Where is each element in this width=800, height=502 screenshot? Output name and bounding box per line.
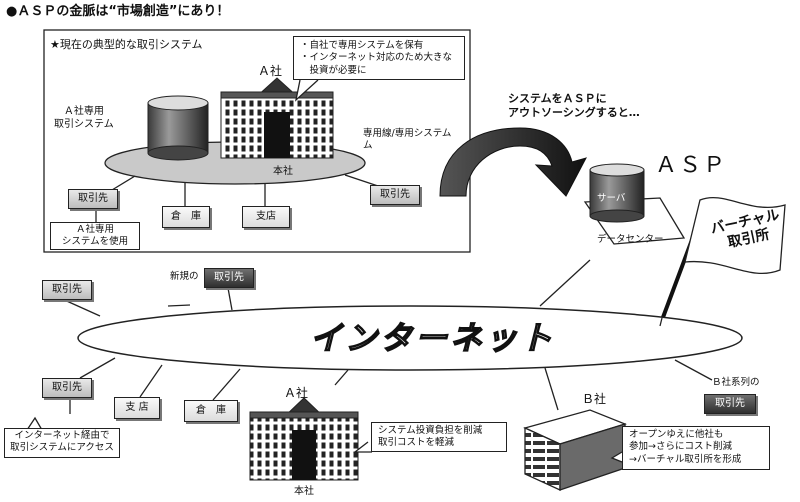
companyA-label-top: Ａ社 (258, 64, 283, 78)
private-system-cylinder (147, 95, 209, 161)
asp-label: ＡＳＰ (655, 153, 728, 178)
datacenter-label: データセンター (597, 234, 664, 245)
transition-arrow (439, 127, 587, 197)
companyB-series-label: Ｂ社系列の (712, 377, 760, 388)
hq-label-bottom: 本社 (294, 486, 314, 497)
partner-chip-left-top: 取引先 (42, 280, 92, 300)
partner-chip-new: 取引先 (204, 268, 254, 288)
partner-chip-top-left: 取引先 (68, 189, 118, 209)
private-system-label: Ａ社専用 取引システム (54, 106, 114, 130)
warehouse-chip-top: 倉 庫 (162, 206, 210, 228)
current-system-callout: ・自社で専用システムを保有 ・インターネット対応のため大きな 投資が必要に (293, 36, 465, 80)
hq-building-bottom (249, 397, 359, 481)
dedicated-line-label: 専用線/専用システム ム (363, 128, 452, 151)
branch-chip-top: 支店 (242, 206, 290, 228)
callout-pointers (26, 79, 623, 463)
internet-ellipse (77, 305, 743, 371)
server-cylinder (589, 163, 645, 223)
companyA-callout: システム投資負担を削減 取引コストを軽減 (371, 422, 507, 452)
companyB-label: Ｂ社 (582, 392, 607, 406)
companyA-label-bottom: Ａ社 (284, 386, 309, 400)
transition-text: システムをＡＳＰに アウトソーシングすると… (508, 92, 640, 119)
partner-chip-b-series: 取引先 (704, 394, 756, 414)
hq-building-top (220, 77, 334, 159)
private-network-links (95, 174, 379, 222)
virtual-exchange-flag (660, 196, 786, 321)
left-note: インターネット経由で 取引システムにアクセス (4, 428, 120, 458)
partner-chip-top-right: 取引先 (370, 185, 420, 205)
warehouse-chip-bottom: 倉 庫 (184, 400, 238, 422)
companyB-building (523, 409, 627, 492)
branch-chip-bottom: 支 店 (114, 397, 160, 419)
current-system-heading: ★現在の典型的な取引システム (50, 38, 203, 51)
partner-note: Ａ社専用 システムを使用 (50, 222, 140, 250)
diagram-title: ●ＡＳＰの金脈は“市場創造”にあり！ (6, 4, 230, 19)
server-label: サーバ (597, 193, 626, 204)
new-partner-prefix: 新規の (170, 271, 199, 282)
partner-chip-left-mid: 取引先 (42, 378, 92, 398)
hq-label-top: 本社 (273, 166, 293, 177)
internet-label: インターネット (309, 318, 556, 357)
internet-links (59, 259, 713, 414)
companyB-callout: オープンゆえに他社も 参加→さらにコスト削減 →バーチャル取引所を形成 (622, 426, 770, 470)
